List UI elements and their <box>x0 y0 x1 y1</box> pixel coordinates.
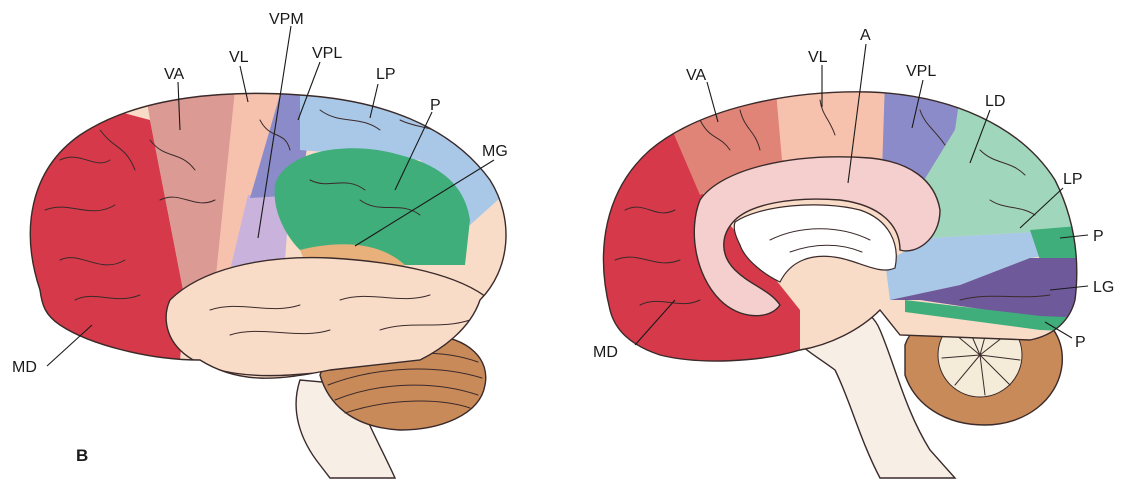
medial-label-P-upper: P <box>1093 228 1104 245</box>
lateral-label-P: P <box>430 97 441 114</box>
medial-label-LG: LG <box>1093 279 1114 296</box>
medial-region-P-upper <box>1030 225 1090 262</box>
medial-view: A VA VL VPL LD LP P LG P MD <box>590 27 1114 478</box>
lateral-label-VL: VL <box>229 49 249 66</box>
medial-label-P-lower: P <box>1075 334 1086 351</box>
medial-label-LD: LD <box>985 93 1005 110</box>
lateral-label-VA: VA <box>164 66 184 83</box>
medial-label-A: A <box>860 27 871 44</box>
medial-label-MD: MD <box>593 344 618 361</box>
lateral-label-LP: LP <box>376 66 396 83</box>
medial-label-VA: VA <box>686 67 706 84</box>
medial-label-LP: LP <box>1063 171 1083 188</box>
medial-label-VL: VL <box>808 49 828 66</box>
lateral-label-VPM: VPM <box>269 11 304 28</box>
medial-label-VPL: VPL <box>906 63 936 80</box>
lateral-view: VPM VA VL VPL LP P MG MD B <box>0 0 560 478</box>
lateral-label-MG: MG <box>482 143 508 160</box>
panel-label-B: B <box>76 446 88 465</box>
lateral-label-MD: MD <box>12 359 37 376</box>
lateral-label-VPL: VPL <box>312 45 342 62</box>
